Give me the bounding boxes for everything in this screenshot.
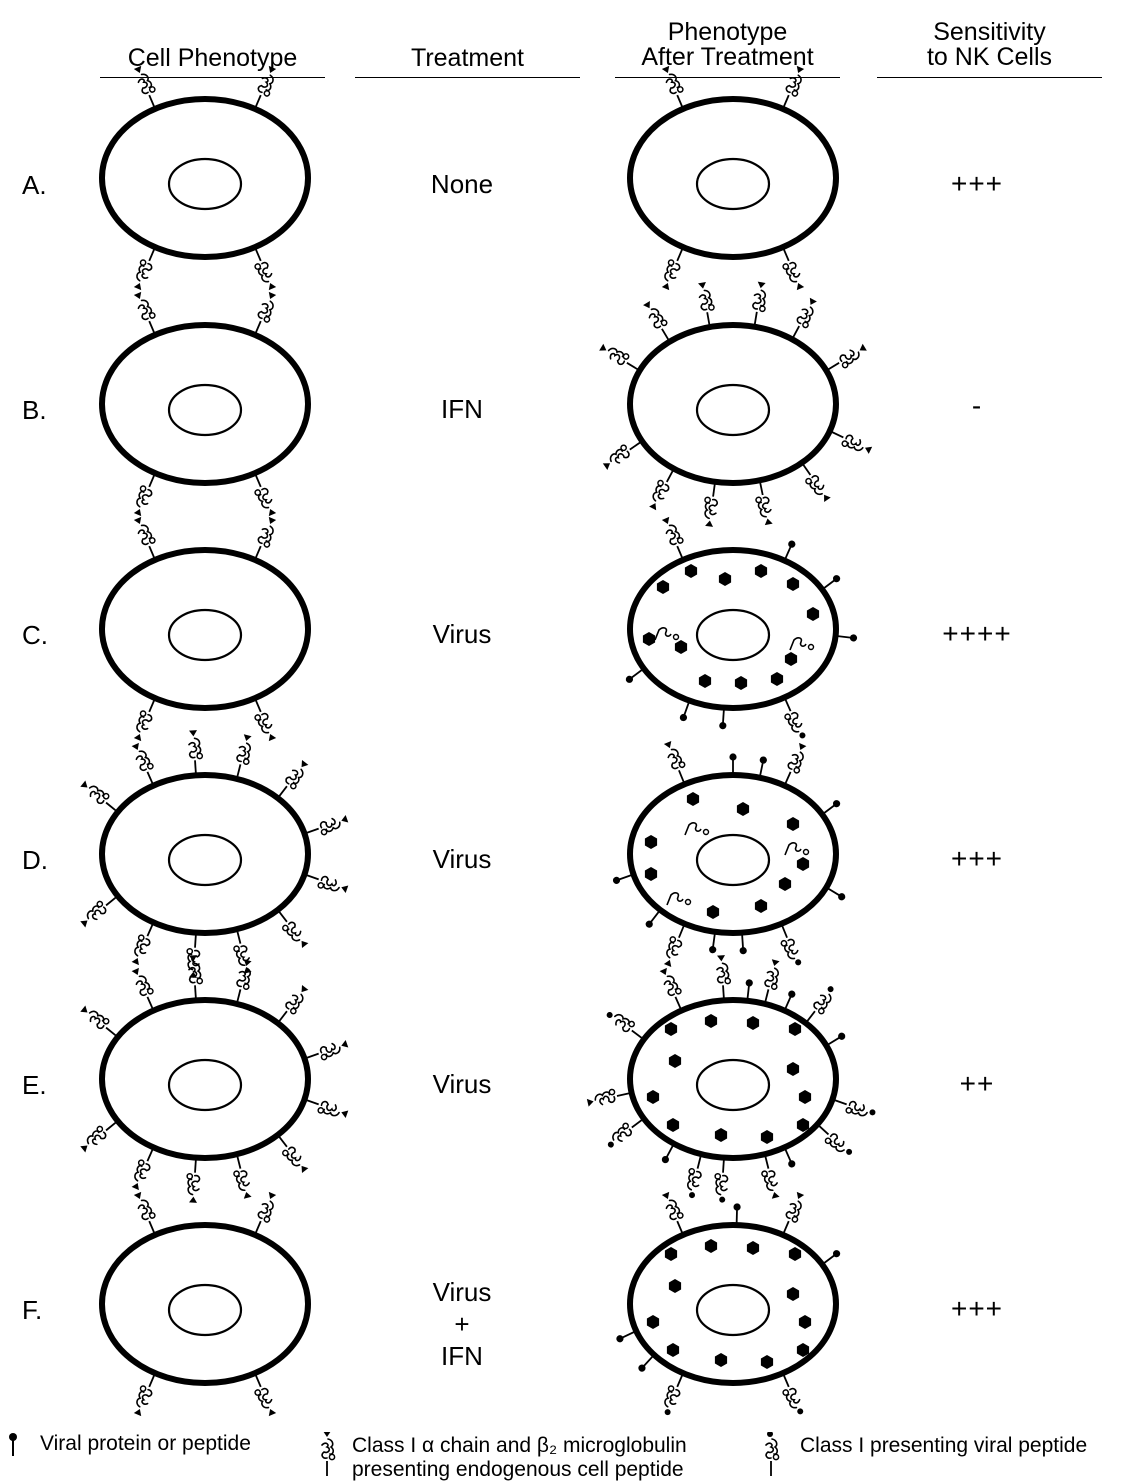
cell-b-before	[102, 291, 308, 518]
legend-class1-viral: Class I presenting viral peptide	[800, 1434, 1087, 1458]
legend-class1-endogenous: Class I α chain and β₂ microglobulin pre…	[352, 1434, 687, 1482]
cell-f-after	[615, 1191, 841, 1418]
legend-class1-endogenous-line1: Class I α chain and β₂ microglobulin	[352, 1434, 687, 1458]
class1-endogenous-icon	[313, 1432, 341, 1478]
cell-a-before	[102, 65, 308, 292]
cell-c-before	[102, 516, 308, 743]
cell-c-after	[624, 516, 857, 742]
legend-class1-endogenous-line2: presenting endogenous cell peptide	[352, 1458, 687, 1482]
cell-e-after	[586, 955, 877, 1203]
viral-protein-icon	[6, 1432, 20, 1458]
legend-viral-protein: Viral protein or peptide	[40, 1432, 251, 1456]
cell-d-before	[78, 730, 349, 978]
cell-e-before	[78, 955, 349, 1203]
cell-d-after	[612, 740, 847, 969]
cell-a-after	[630, 65, 836, 292]
class1-viral-icon	[757, 1432, 785, 1478]
cell-b-after	[599, 281, 873, 527]
cell-f-before	[102, 1191, 308, 1418]
